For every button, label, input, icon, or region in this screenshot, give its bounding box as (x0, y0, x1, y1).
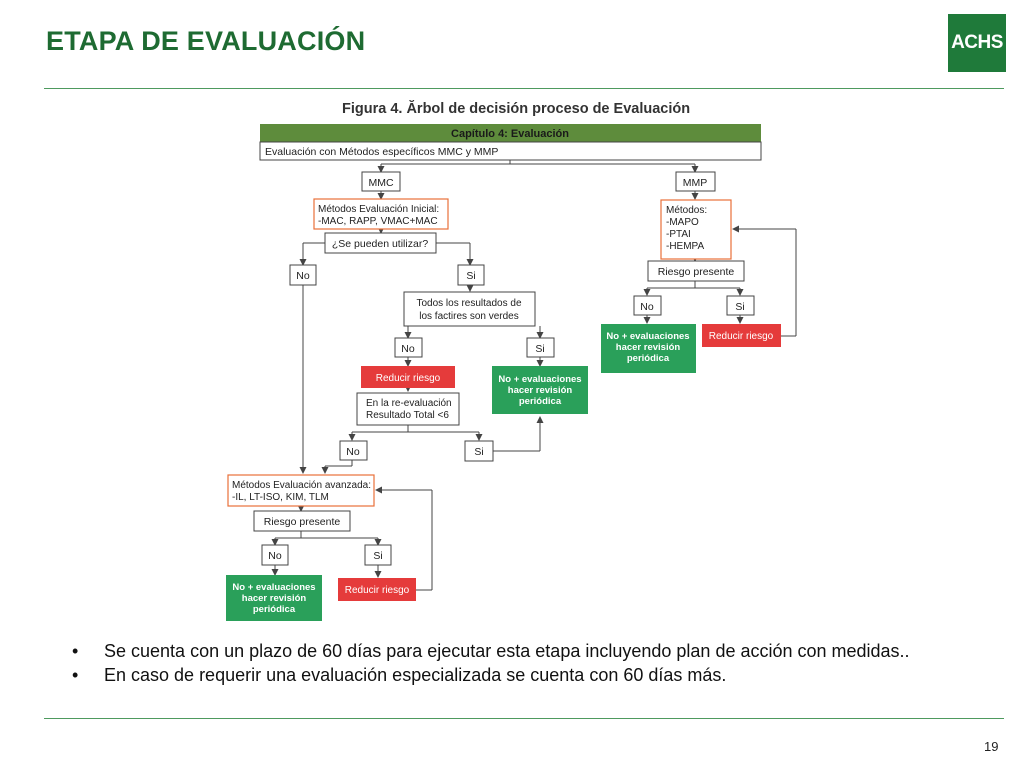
no-label-4: No (268, 550, 282, 562)
mmp-box (675, 171, 716, 192)
advanced-methods-line1: Métodos Evaluación avanzada: (232, 480, 371, 491)
no-box-5 (633, 295, 662, 316)
si-label-5: Si (735, 301, 744, 313)
periodic-review-1-line1: No + evaluaciones (498, 374, 581, 385)
mmc-box (361, 171, 401, 192)
periodic-review-box-2 (226, 575, 322, 621)
chapter-header-bar (260, 124, 761, 142)
advanced-methods-box (227, 474, 375, 507)
no-box-1 (289, 264, 317, 286)
reduce-risk-box-1 (361, 366, 455, 388)
subheader-text: Evaluación con Métodos específicos MMC y… (265, 146, 498, 158)
bullet-item: • Se cuenta con un plazo de 60 días para… (72, 640, 984, 662)
page-number: 19 (984, 739, 999, 754)
bottom-divider (44, 718, 1004, 719)
all-green-box (403, 291, 536, 327)
bullet-list: • Se cuenta con un plazo de 60 días para… (72, 640, 984, 688)
mmp-methods-line3: -PTAI (666, 229, 691, 240)
reevaluation-line1: En la re-evaluación (366, 398, 452, 409)
si-label-2: Si (535, 343, 544, 355)
risk-present-box-right (647, 260, 745, 282)
mmp-methods-line2: -MAPO (666, 217, 699, 228)
si-label-3: Si (474, 446, 483, 458)
periodic-review-box-3 (601, 324, 696, 373)
can-use-box (324, 232, 437, 254)
achs-logo: ACHS (948, 14, 1006, 72)
reevaluation-box (356, 392, 460, 426)
top-divider (44, 88, 1004, 89)
mmc-label: MMC (368, 177, 393, 189)
no-label-5: No (640, 301, 654, 313)
advanced-methods-line2: -IL, LT-ISO, KIM, TLM (232, 492, 329, 503)
mmp-label: MMP (683, 177, 708, 189)
periodic-review-2-line1: No + evaluaciones (232, 582, 315, 593)
bullet-text: Se cuenta con un plazo de 60 días para e… (104, 641, 910, 661)
si-label-1: Si (466, 270, 475, 282)
bullet-item: • En caso de requerir una evaluación esp… (72, 664, 984, 686)
risk-present-label-right: Riesgo presente (658, 266, 735, 278)
si-box-3 (464, 440, 494, 462)
risk-present-box-left (253, 510, 351, 532)
all-green-line2: los factires son verdes (419, 311, 519, 322)
risk-present-label-left: Riesgo presente (264, 516, 341, 528)
bullet-dot: • (72, 665, 79, 685)
periodic-review-2-line3: periódica (253, 604, 296, 615)
periodic-review-3-line3: periódica (627, 353, 670, 364)
no-box-3 (339, 440, 368, 461)
no-label-2: No (401, 343, 415, 355)
si-label-4: Si (373, 550, 382, 562)
reduce-risk-label-3: Reducir riesgo (709, 331, 774, 342)
periodic-review-2-line2: hacer revisión (242, 593, 307, 604)
reevaluation-line2: Resultado Total <6 (366, 410, 449, 421)
mmp-methods-line1: Métodos: (666, 205, 707, 216)
periodic-review-1-line3: periódica (519, 396, 562, 407)
no-box-4 (261, 544, 289, 566)
decision-tree-diagram: Capítulo 4: Evaluación Evaluación con Mé… (226, 124, 797, 621)
reduce-risk-label-1: Reducir riesgo (376, 373, 441, 384)
no-box-2 (394, 337, 423, 358)
reduce-risk-box-2 (338, 578, 416, 601)
si-box-5 (726, 295, 755, 316)
si-box-4 (364, 544, 392, 566)
si-box-2 (526, 337, 555, 358)
can-use-label: ¿Se pueden utilizar? (332, 238, 428, 250)
no-label-3: No (346, 446, 360, 458)
chapter-header-text: Capítulo 4: Evaluación (451, 128, 569, 140)
periodic-review-3-line1: No + evaluaciones (606, 331, 689, 342)
reduce-risk-box-3 (702, 324, 781, 347)
no-label-1: No (296, 270, 310, 282)
periodic-review-box-1 (492, 366, 588, 414)
initial-methods-box (313, 198, 449, 230)
mmp-methods-box (660, 199, 732, 260)
periodic-review-1-line2: hacer revisión (508, 385, 573, 396)
mmp-methods-line4: -HEMPA (666, 241, 704, 252)
initial-methods-line1: Métodos Evaluación Inicial: (318, 204, 439, 215)
all-green-line1: Todos los resultados de (416, 298, 522, 309)
reduce-risk-label-2: Reducir riesgo (345, 585, 410, 596)
figure-title: Figura 4. Ărbol de decisión proceso de E… (342, 101, 691, 117)
slide-title: ETAPA DE EVALUACIÓN (46, 26, 366, 56)
periodic-review-3-line2: hacer revisión (616, 342, 681, 353)
initial-methods-line2: -MAC, RAPP, VMAC+MAC (318, 216, 438, 227)
subheader-box (259, 141, 762, 161)
connector-lines (271, 160, 797, 591)
si-box-1 (457, 264, 485, 286)
bullet-text: En caso de requerir una evaluación espec… (104, 665, 727, 685)
bullet-dot: • (72, 641, 79, 661)
